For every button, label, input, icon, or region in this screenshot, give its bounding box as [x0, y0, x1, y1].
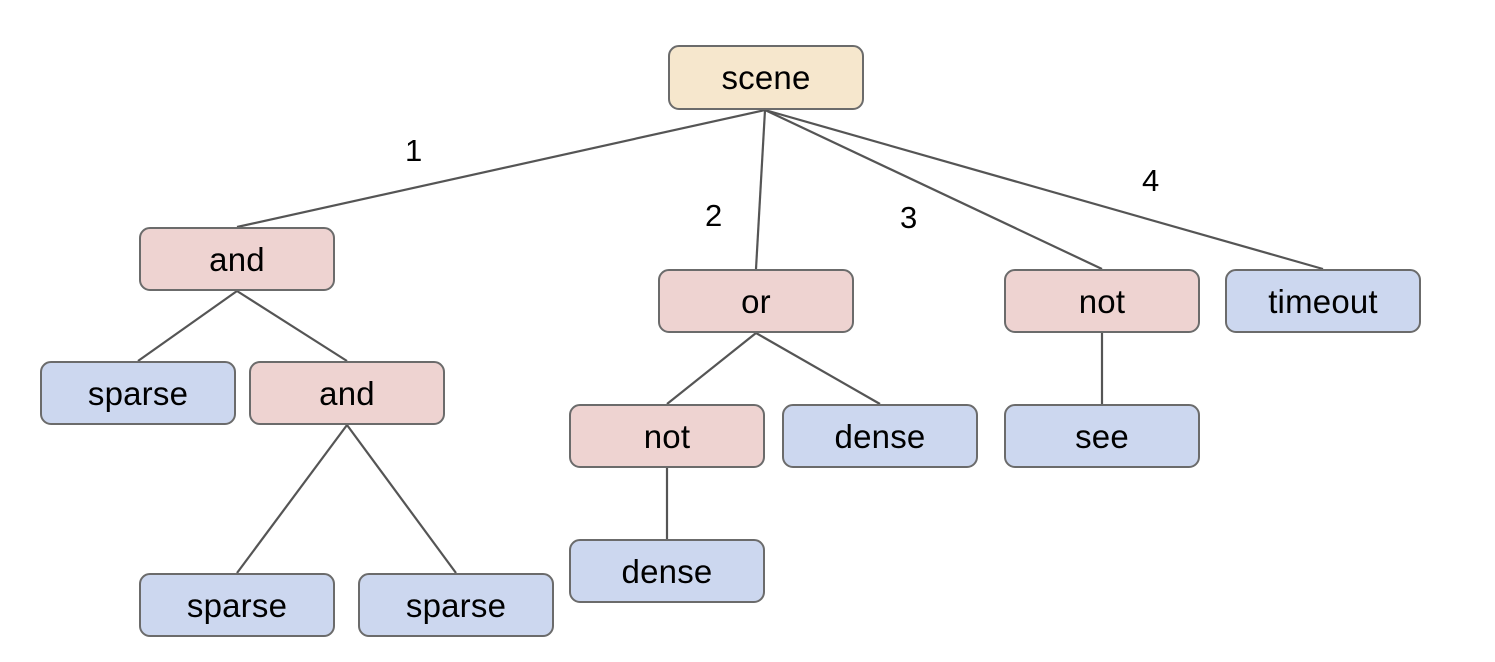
edge-and2-to-sparse3 [346, 424, 457, 574]
node-timeout[interactable]: timeout [1225, 269, 1421, 333]
edge-and2-to-sparse2 [236, 424, 348, 574]
node-dense1[interactable]: dense [782, 404, 978, 468]
edge-and1-to-and2 [236, 290, 348, 362]
edge-label-2: 2 [705, 198, 723, 233]
node-not_right[interactable]: not [1004, 269, 1200, 333]
node-not_mid[interactable]: not [569, 404, 765, 468]
node-scene[interactable]: scene [668, 45, 864, 110]
edge-label-3: 3 [900, 200, 918, 235]
edge-or1-to-not_mid [666, 332, 757, 405]
edge-scene-to-and1 [236, 108, 766, 229]
node-see[interactable]: see [1004, 404, 1200, 468]
edge-scene-to-timeout [764, 108, 1324, 271]
edge-and1-to-sparse1 [137, 290, 238, 362]
node-dense2[interactable]: dense [569, 539, 765, 603]
edge-label-1: 1 [405, 133, 423, 168]
edge-label-4: 4 [1142, 163, 1160, 198]
node-and1[interactable]: and [139, 227, 335, 291]
edge-or1-to-dense1 [755, 332, 881, 405]
node-sparse1[interactable]: sparse [40, 361, 236, 425]
node-sparse3[interactable]: sparse [358, 573, 554, 637]
node-sparse2[interactable]: sparse [139, 573, 335, 637]
node-or1[interactable]: or [658, 269, 854, 333]
edge-scene-to-not_right [764, 109, 1103, 270]
edge-scene-to-or1 [754, 109, 767, 270]
node-and2[interactable]: and [249, 361, 445, 425]
